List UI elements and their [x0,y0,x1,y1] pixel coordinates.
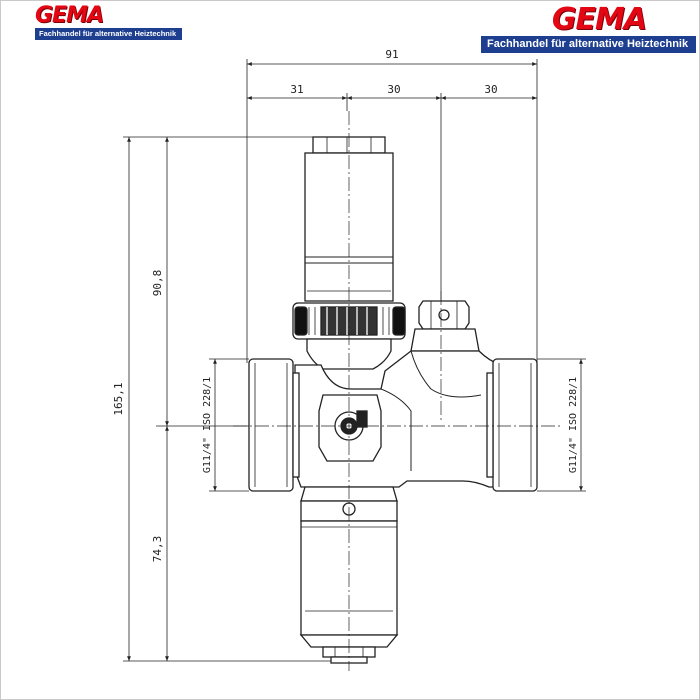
brand-tagline: Fachhandel für alternative Heiztechnik [481,36,697,53]
thread-label-right: G11/4" ISO 228/1 [568,377,579,473]
brand-logo-wordmark: GEMA [551,2,647,37]
dim-segment-1: 31 [290,83,303,96]
brand-logo-wordmark: GEMA [35,3,104,28]
thread-dimension-left [209,358,249,492]
dimension-horizontal [246,59,538,363]
dim-overall-height: 165,1 [112,382,125,415]
dim-segment-3: 30 [484,83,497,96]
dim-upper-height: 90,8 [151,270,164,297]
dim-overall-width: 91 [385,48,398,61]
valve-body [248,136,538,664]
brand-logo-left: GEMA Fachhandel für alternative Heiztech… [35,3,183,40]
thread-label-left: G11/4" ISO 228/1 [202,377,213,473]
dim-lower-height: 74,3 [151,536,164,563]
brand-tagline: Fachhandel für alternative Heiztechnik [35,28,183,40]
dim-segment-2: 30 [387,83,400,96]
brand-logo-right: GEMA Fachhandel für alternative Heiztech… [481,2,697,53]
center-lines [233,111,561,671]
thread-dimension-right [537,358,586,492]
